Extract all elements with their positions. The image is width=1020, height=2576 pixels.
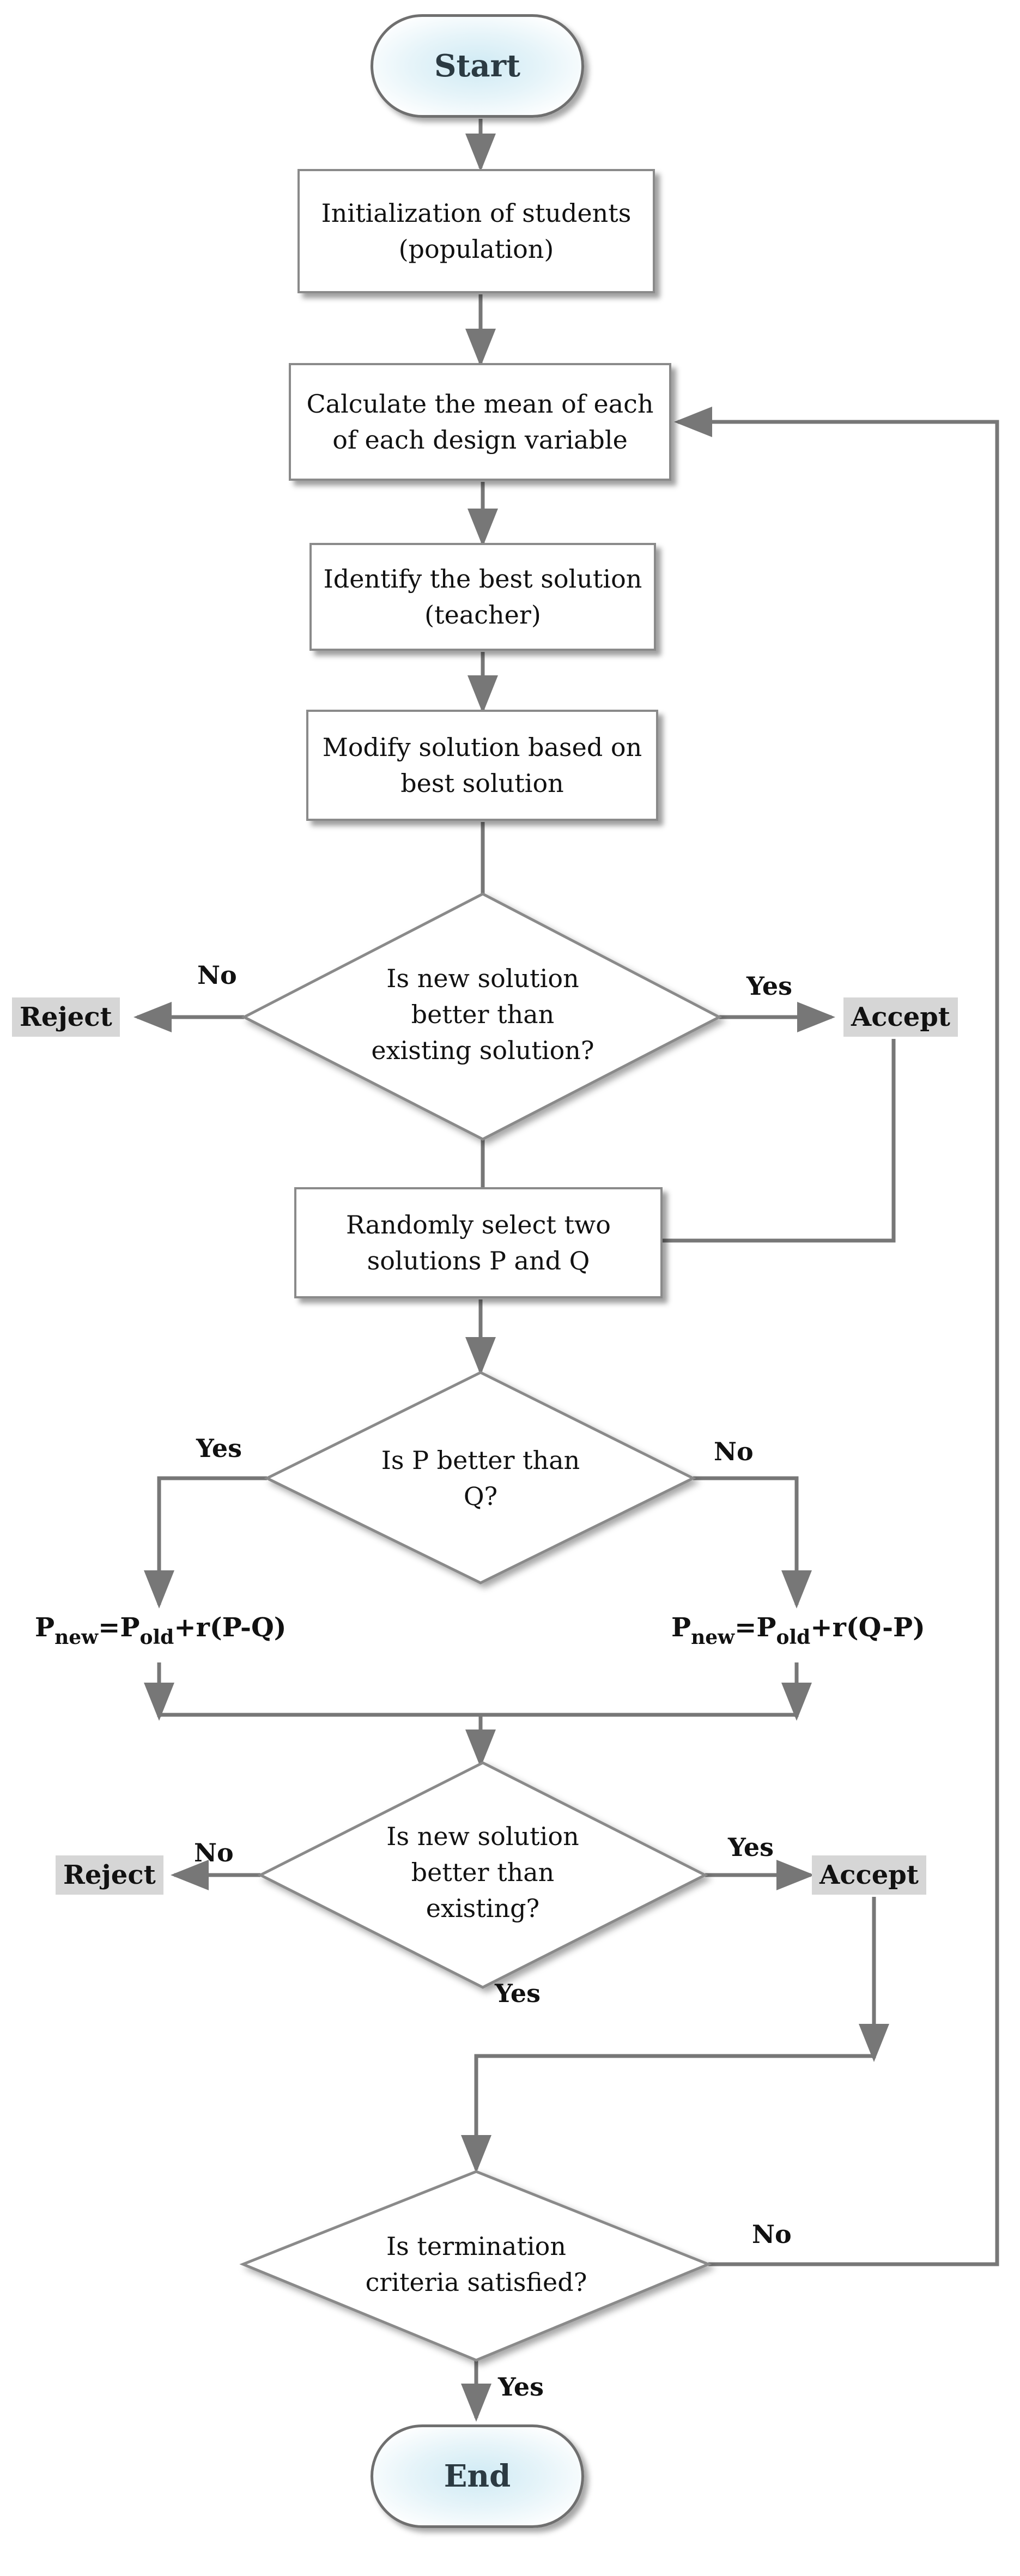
formula-right-rest: +r(Q-P) bbox=[810, 1612, 925, 1643]
decision-d1-shape bbox=[241, 892, 722, 1141]
decision-d4-line1: Is termination bbox=[386, 2232, 566, 2261]
formula-left-p: P bbox=[35, 1612, 55, 1643]
formula-left: Pnew=Pold+r(P-Q) bbox=[35, 1612, 286, 1649]
formula-right-p: P bbox=[671, 1612, 691, 1643]
step-random-select-line2: solutions P and Q bbox=[367, 1246, 590, 1275]
d3-no-label: No bbox=[194, 1838, 234, 1867]
step-initialization: Initialization of students (population) bbox=[298, 169, 655, 293]
step-modify-solution: Modify solution based on best solution bbox=[306, 710, 658, 821]
formula-right-new: new bbox=[691, 1626, 735, 1649]
decision-d3: Is new solution better than existing? bbox=[338, 1818, 628, 1926]
step-identify-best: Identify the best solution (teacher) bbox=[309, 543, 656, 651]
formula-left-rest: +r(P-Q) bbox=[174, 1612, 287, 1643]
d2-yes-label: Yes bbox=[196, 1434, 242, 1463]
d1-yes-label: Yes bbox=[746, 971, 793, 1001]
step-identify-best-line2: (teacher) bbox=[424, 600, 541, 630]
start-terminal: Start bbox=[371, 14, 584, 118]
decision-d2-line2: Q? bbox=[463, 1481, 498, 1511]
step-calculate-mean-line2: of each design variable bbox=[332, 425, 628, 455]
formula-left-new: new bbox=[54, 1626, 99, 1649]
d4-yes-label: Yes bbox=[498, 2372, 544, 2402]
accept-tag-1: Accept bbox=[843, 997, 958, 1037]
step-initialization-line1: Initialization of students bbox=[321, 198, 632, 228]
step-random-select: Randomly select two solutions P and Q bbox=[294, 1187, 663, 1298]
step-modify-solution-line2: best solution bbox=[400, 769, 564, 798]
d4-no-label: No bbox=[752, 2220, 792, 2249]
arrow-accept-select bbox=[623, 1039, 896, 1256]
decision-d1: Is new solution better than existing sol… bbox=[327, 960, 639, 1068]
decision-d1-line3: existing solution? bbox=[371, 1036, 594, 1065]
reject-tag-1: Reject bbox=[12, 997, 120, 1037]
decision-d4-shape bbox=[239, 2170, 712, 2362]
d2-no-label: No bbox=[714, 1437, 754, 1466]
formula-left-eq: =P bbox=[98, 1612, 140, 1643]
decision-d1-line2: better than bbox=[411, 1000, 555, 1029]
decision-d2: Is P better than Q? bbox=[338, 1442, 623, 1514]
arrow-to-d4 bbox=[461, 2054, 874, 2173]
step-modify-solution-line1: Modify solution based on bbox=[322, 733, 642, 762]
decision-d2-shape bbox=[264, 1371, 696, 1585]
d1-no-label: No bbox=[197, 960, 237, 990]
end-terminal: End bbox=[371, 2424, 584, 2528]
step-initialization-line2: (population) bbox=[398, 234, 554, 264]
decision-d3-line2: better than bbox=[411, 1858, 555, 1887]
step-calculate-mean-line1: Calculate the mean of each bbox=[306, 389, 654, 419]
decision-d3-line1: Is new solution bbox=[386, 1822, 579, 1851]
step-random-select-line1: Randomly select two bbox=[345, 1210, 611, 1239]
step-identify-best-line1: Identify the best solution bbox=[323, 564, 642, 594]
reject-tag-2: Reject bbox=[56, 1855, 163, 1895]
arrow-d4-no-loop bbox=[674, 407, 999, 2266]
d3-yes-bottom-label: Yes bbox=[495, 1979, 541, 2008]
accept-tag-2: Accept bbox=[812, 1855, 926, 1895]
decision-d1-line1: Is new solution bbox=[386, 964, 579, 993]
formula-left-old: old bbox=[139, 1626, 174, 1649]
decision-d3-line3: existing? bbox=[426, 1894, 540, 1923]
formula-right-eq: =P bbox=[734, 1612, 776, 1643]
decision-d4: Is termination criteria satisfied? bbox=[327, 2228, 626, 2300]
decision-d4-line2: criteria satisfied? bbox=[365, 2267, 587, 2297]
formula-right-old: old bbox=[776, 1626, 811, 1649]
step-calculate-mean: Calculate the mean of each of each desig… bbox=[289, 363, 671, 481]
d3-yes-label: Yes bbox=[728, 1833, 774, 1862]
decision-d2-line1: Is P better than bbox=[381, 1446, 580, 1475]
decision-d3-shape bbox=[257, 1761, 708, 1989]
arrow-d2-no bbox=[693, 1476, 812, 1609]
arrow-d2-yes bbox=[144, 1476, 267, 1609]
formula-right: Pnew=Pold+r(Q-P) bbox=[671, 1612, 925, 1649]
